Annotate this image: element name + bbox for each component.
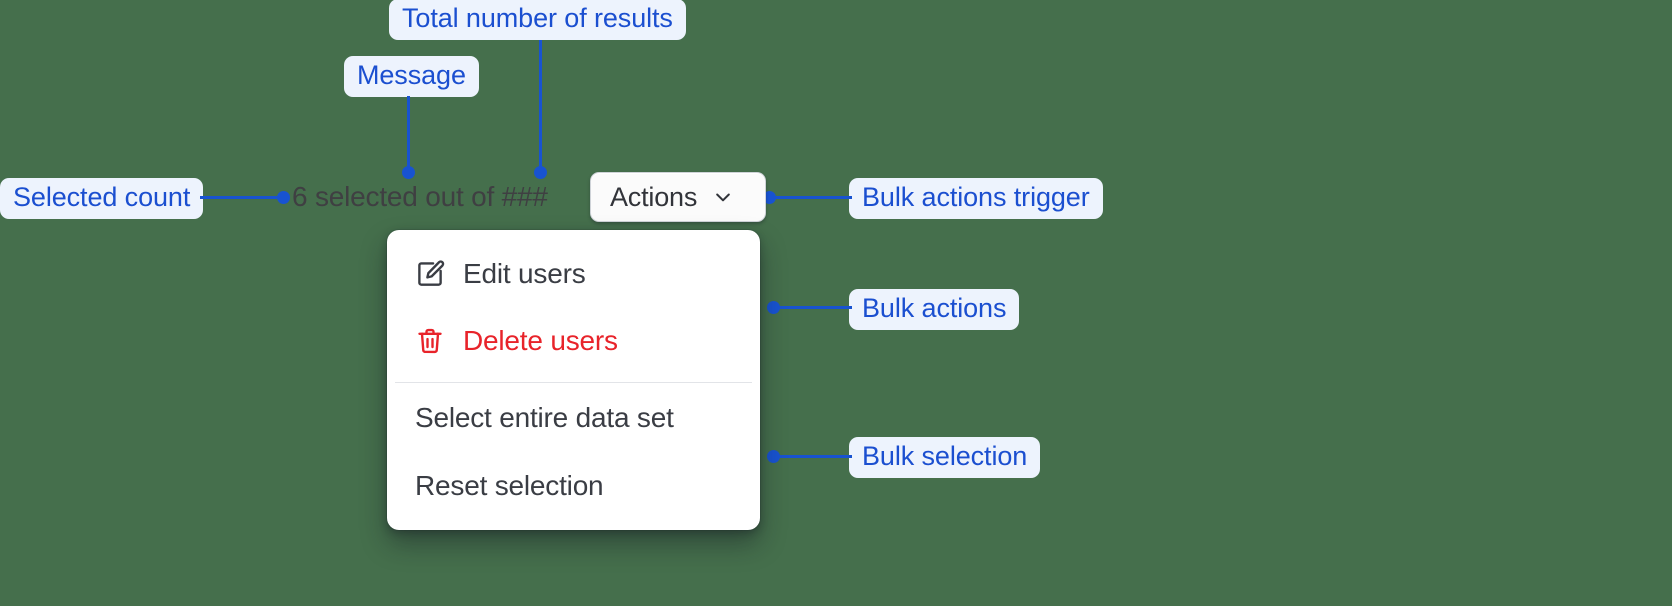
connector-line-bulk-actions-trigger bbox=[768, 196, 852, 199]
pencil-square-icon bbox=[415, 259, 445, 289]
menu-item-label: Edit users bbox=[463, 258, 586, 289]
trash-icon bbox=[415, 326, 445, 356]
menu-item-select-entire-data-set[interactable]: Select entire data set bbox=[415, 396, 674, 440]
connector-line-selected-count bbox=[200, 196, 288, 199]
menu-divider bbox=[395, 382, 752, 383]
connector-line-bulk-selection bbox=[772, 455, 852, 458]
connector-line-total-results bbox=[539, 40, 542, 173]
callout-selected-count: Selected count bbox=[0, 178, 204, 219]
connector-dot-message bbox=[402, 166, 415, 179]
callout-bulk-actions: Bulk actions bbox=[849, 289, 1020, 330]
menu-item-label: Delete users bbox=[463, 325, 618, 356]
connector-dot-bulk-actions-trigger bbox=[763, 191, 776, 204]
menu-item-edit-users[interactable]: Edit users bbox=[415, 252, 586, 296]
callout-message: Message bbox=[344, 56, 479, 97]
bulk-actions-trigger-label: Actions bbox=[610, 181, 698, 212]
menu-item-delete-users[interactable]: Delete users bbox=[415, 319, 618, 363]
connector-dot-selected-count bbox=[277, 191, 290, 204]
callout-total-number-of-results: Total number of results bbox=[389, 0, 686, 40]
connector-dot-bulk-actions bbox=[767, 301, 780, 314]
chevron-down-icon bbox=[713, 187, 733, 207]
bulk-actions-menu: Edit users Delete users Select entire da… bbox=[387, 230, 760, 530]
menu-item-label: Select entire data set bbox=[415, 402, 674, 433]
menu-item-reset-selection[interactable]: Reset selection bbox=[415, 464, 604, 508]
callout-bulk-actions-trigger: Bulk actions trigger bbox=[849, 178, 1103, 219]
selected-count-message: 6 selected out of ### bbox=[292, 181, 548, 212]
callout-bulk-selection: Bulk selection bbox=[849, 437, 1041, 478]
connector-line-bulk-actions bbox=[772, 306, 852, 309]
connector-dot-bulk-selection bbox=[767, 450, 780, 463]
connector-line-message bbox=[407, 96, 410, 173]
bulk-actions-trigger-button[interactable]: Actions bbox=[590, 172, 766, 222]
connector-dot-total-results bbox=[534, 166, 547, 179]
menu-item-label: Reset selection bbox=[415, 470, 604, 501]
